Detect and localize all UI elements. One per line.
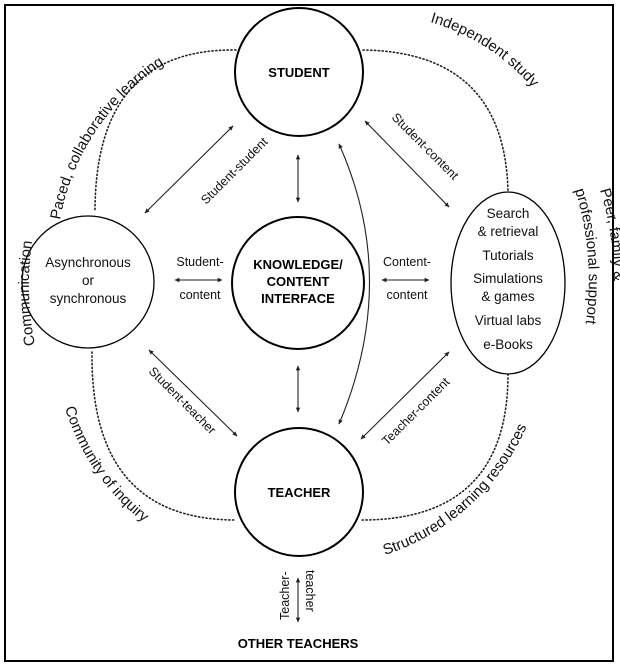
arrow-student-content-diag	[364, 120, 450, 208]
async-label-2: or	[82, 273, 95, 288]
resource-item: & retrieval	[478, 224, 539, 239]
resource-item: Tutorials	[482, 248, 534, 263]
arc-label-independent-study: Independent study	[429, 10, 543, 91]
student-content-diag-label: Student-content	[389, 110, 462, 183]
knowledge-node	[231, 216, 365, 350]
async-node	[21, 215, 155, 349]
arc-label-structured-resources: Structured learning resources	[381, 421, 531, 559]
resource-item: Simulations	[473, 271, 543, 286]
resources-node	[450, 191, 566, 375]
resource-item: e-Books	[483, 337, 533, 352]
arc-label-peer-family-2: professional support	[571, 186, 602, 326]
arrow-student-teacher	[148, 349, 238, 437]
arc-label-community-of-inquiry: Community of inquiry	[61, 404, 152, 526]
student-label: STUDENT	[268, 65, 329, 80]
content-content-label-1: Content-	[383, 255, 431, 269]
knowledge-label-2: CONTENT	[267, 274, 330, 289]
content-content-label-2: content	[386, 288, 428, 302]
teacher-teacher-label-1: Teacher-	[278, 571, 292, 620]
arc-label-paced-collaborative: Paced, collaborative learning	[47, 53, 166, 220]
student-node	[234, 7, 364, 137]
student-student-label: Student-student	[198, 134, 271, 207]
async-label-1: Asynchronous	[45, 255, 131, 270]
dotted-arc-bottom-left	[91, 351, 237, 521]
resource-item: Search	[487, 206, 530, 221]
dotted-arc-bottom-right	[361, 373, 509, 521]
other-teachers-label: OTHER TEACHERS	[238, 636, 359, 651]
resource-item: & games	[481, 289, 535, 304]
arrow-student-student	[144, 125, 234, 214]
teacher-teacher-label-2: teacher	[303, 570, 317, 612]
arc-label-communication: Communication	[16, 240, 39, 348]
student-teacher-label: Student-teacher	[146, 364, 219, 437]
async-label-3: synchronous	[50, 291, 127, 306]
arrow-student-teacher-curved	[338, 143, 371, 425]
teacher-content-label: Teacher-content	[379, 374, 453, 448]
resource-item: Virtual labs	[475, 313, 542, 328]
arrow-teacher-content	[360, 351, 450, 440]
student-content-left-label-1: Student-	[176, 255, 223, 269]
dotted-arc-top-right	[362, 49, 509, 193]
student-content-left-label-2: content	[179, 288, 221, 302]
dotted-arc-top-left	[94, 49, 237, 213]
teacher-label: TEACHER	[268, 485, 331, 500]
teacher-node	[234, 427, 364, 557]
knowledge-label-1: KNOWLEDGE/	[253, 257, 343, 272]
knowledge-label-3: INTERFACE	[261, 291, 335, 306]
